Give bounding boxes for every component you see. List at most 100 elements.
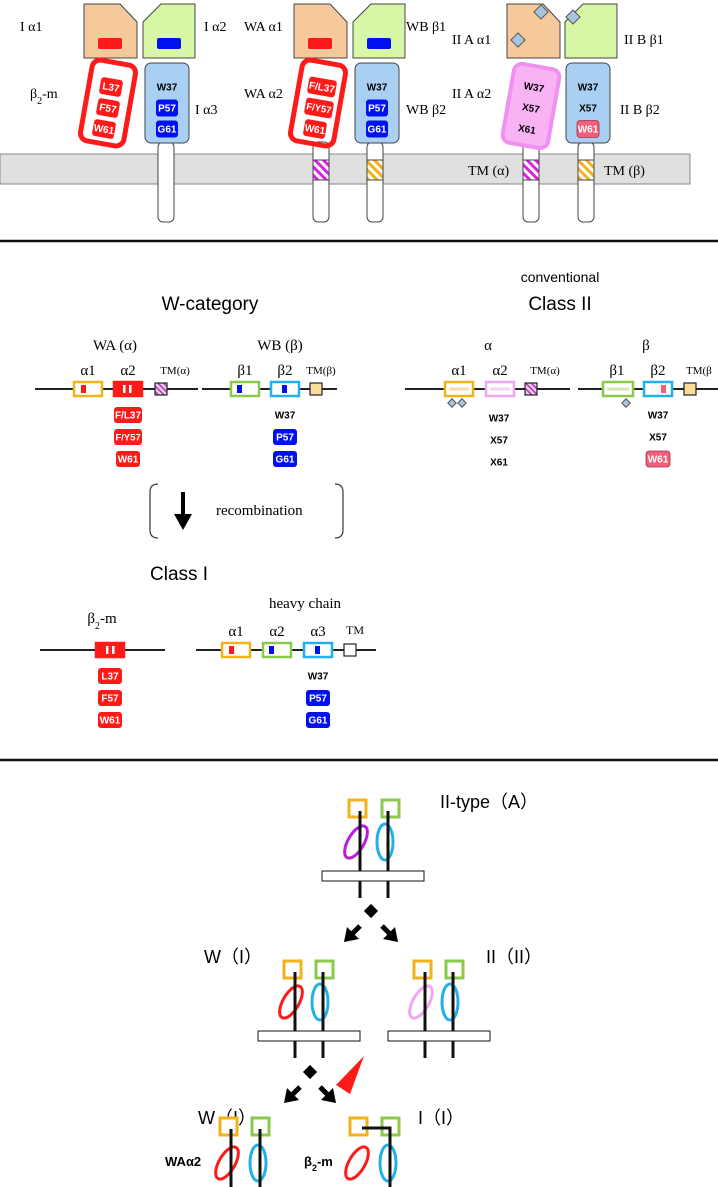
alpha2-loop — [214, 1145, 240, 1181]
residue-label: X57 — [490, 436, 508, 447]
panel-evolution-scheme: II-type（A） W（I） II（II） — [165, 792, 542, 1187]
alpha1-box — [347, 798, 368, 819]
residue-badge: X57 — [490, 436, 508, 447]
class2-alpha-gene: α1 α2 TM(α) — [405, 363, 570, 408]
wa-a1-gene-label: α1 — [80, 363, 95, 379]
recombination-label: recombination — [216, 503, 303, 519]
c2b-tm-gene-label: TM(β — [686, 365, 712, 377]
residue-badge: W37 — [275, 411, 296, 422]
residue-badge-bg — [98, 690, 122, 706]
heavy-chain-label: heavy chain — [269, 596, 342, 612]
w-alpha-tm-hatch — [312, 159, 330, 181]
beta2-loop — [375, 822, 395, 862]
residue-badge: L37 — [99, 77, 123, 97]
residue-label: W37 — [523, 81, 546, 95]
class1-a3-label: I α3 — [195, 103, 218, 118]
panel-molecule-structures: I α1 I α2 β2-m I α3 WA α1 WB β1 WA α2 WB… — [0, 3, 691, 223]
residue-badge-bg — [576, 120, 600, 138]
red-triangle-icon — [336, 1056, 364, 1094]
glycosylation-diamond-icon — [510, 32, 526, 48]
two-molecule-mid — [387, 959, 491, 1058]
membrane-box — [257, 1030, 361, 1042]
residue-label: L37 — [101, 81, 120, 95]
b2m-loop — [344, 1145, 370, 1181]
class2-alpha2-domain — [500, 61, 562, 151]
w-category-molecule: WA α1 WB β1 WA α2 WB β2 — [244, 3, 446, 223]
residue-badge: W37 — [157, 83, 178, 94]
glycosylation-diamond-icon — [565, 9, 581, 25]
one-one-label: I（I） — [418, 1108, 464, 1128]
residue-badge-bg — [156, 120, 178, 138]
hc-tm-gene-label: TM — [346, 623, 364, 637]
diagonal-arrow-icon — [380, 924, 398, 942]
residue-badge-bg — [273, 429, 297, 445]
class1-b2m-label: β2-m — [30, 87, 58, 107]
residue-badge: G61 — [156, 120, 178, 138]
wb-b2-gene-label: β2 — [277, 363, 292, 379]
class1-molecule: I α1 I α2 β2-m I α3 — [20, 3, 227, 223]
beta2-loop — [248, 1143, 268, 1183]
glycosylation-diamond-icon — [533, 4, 549, 20]
wa-alpha1-domain — [293, 3, 348, 59]
residue-label: L37 — [101, 672, 119, 683]
class2-beta-gene: β1 β2 TM(β — [578, 363, 718, 408]
residue-badge-bg — [366, 99, 388, 117]
residue-label: F/L37 — [115, 411, 142, 422]
conventional-label: conventional — [521, 269, 600, 285]
alpha1-box — [282, 959, 303, 980]
residue-badge-bg — [98, 668, 122, 684]
class2-title: Class II — [528, 294, 591, 315]
residue-badge: W37 — [648, 411, 669, 422]
residue-badge-bg — [366, 120, 388, 138]
beta2-loop — [310, 982, 330, 1022]
residue-badge: X57 — [649, 433, 667, 444]
class2-b2-label: II B β2 — [620, 103, 660, 118]
class2-beta-gene-label: β — [642, 338, 650, 354]
class2-alpha-tm-stalk — [522, 141, 540, 223]
residue-badge: F/L37 — [114, 407, 142, 423]
residue-badge-bg — [273, 451, 297, 467]
residue-label: W37 — [308, 672, 329, 683]
wb-exon-b1 — [229, 380, 261, 398]
residue-badge: P57 — [156, 99, 178, 117]
wb-tm-gene-label: TM(β) — [306, 365, 336, 377]
c2a-a2-gene-label: α2 — [492, 363, 507, 379]
alpha1-box — [218, 1116, 239, 1137]
two-type-a-molecule — [321, 798, 425, 898]
residue-badge: W61 — [303, 119, 327, 139]
residue-badge: W37 — [523, 81, 546, 95]
wb-beta1-domain — [352, 3, 406, 59]
residue-badge: L37 — [98, 668, 122, 684]
residue-badge-bg — [303, 119, 327, 139]
class2-alpha-gene-label: α — [484, 338, 492, 354]
residue-badge-bg — [116, 451, 140, 467]
residue-badge-bg — [304, 97, 334, 119]
class2-b1-label: II B β1 — [624, 33, 664, 48]
b2m-bottom-label: β2-m — [304, 1154, 333, 1173]
panel2-residues: F/L37F/Y57W61W37P57G61W37X57X61W37X57W61… — [98, 407, 671, 728]
residue-badge-bg — [92, 119, 116, 139]
alpha2-loop — [408, 984, 434, 1020]
wa-exon-a2 — [112, 380, 144, 398]
b2m-gene-label: β2-m — [87, 611, 117, 632]
bracket-left — [149, 483, 159, 539]
residue-label: P57 — [309, 694, 327, 705]
recombination-bracket: recombination — [149, 483, 344, 539]
residue-label: W37 — [648, 411, 669, 422]
c2b-exon-tm — [683, 382, 697, 396]
w-category-title: W-category — [162, 294, 259, 315]
residue-badge: F/L37 — [307, 76, 337, 98]
residue-badge-bg — [156, 99, 178, 117]
class1-alpha2-blue-bar — [157, 38, 181, 49]
residue-badge: F/Y57 — [304, 97, 334, 119]
residue-badge: X61 — [517, 123, 537, 137]
wb-b2-label: WB β2 — [406, 103, 446, 118]
two-type-a-label: II-type（A） — [440, 792, 538, 812]
residue-badge: X61 — [490, 458, 508, 469]
residue-badge: W61 — [576, 120, 600, 138]
residue-label: W61 — [304, 123, 327, 137]
hc-a2-gene-label: α2 — [269, 624, 284, 640]
wb-b1-gene-label: β1 — [237, 363, 252, 379]
wb-gene: β1 β2 TM(β) — [202, 363, 337, 398]
glycosylation-diamond-icon — [457, 398, 467, 408]
